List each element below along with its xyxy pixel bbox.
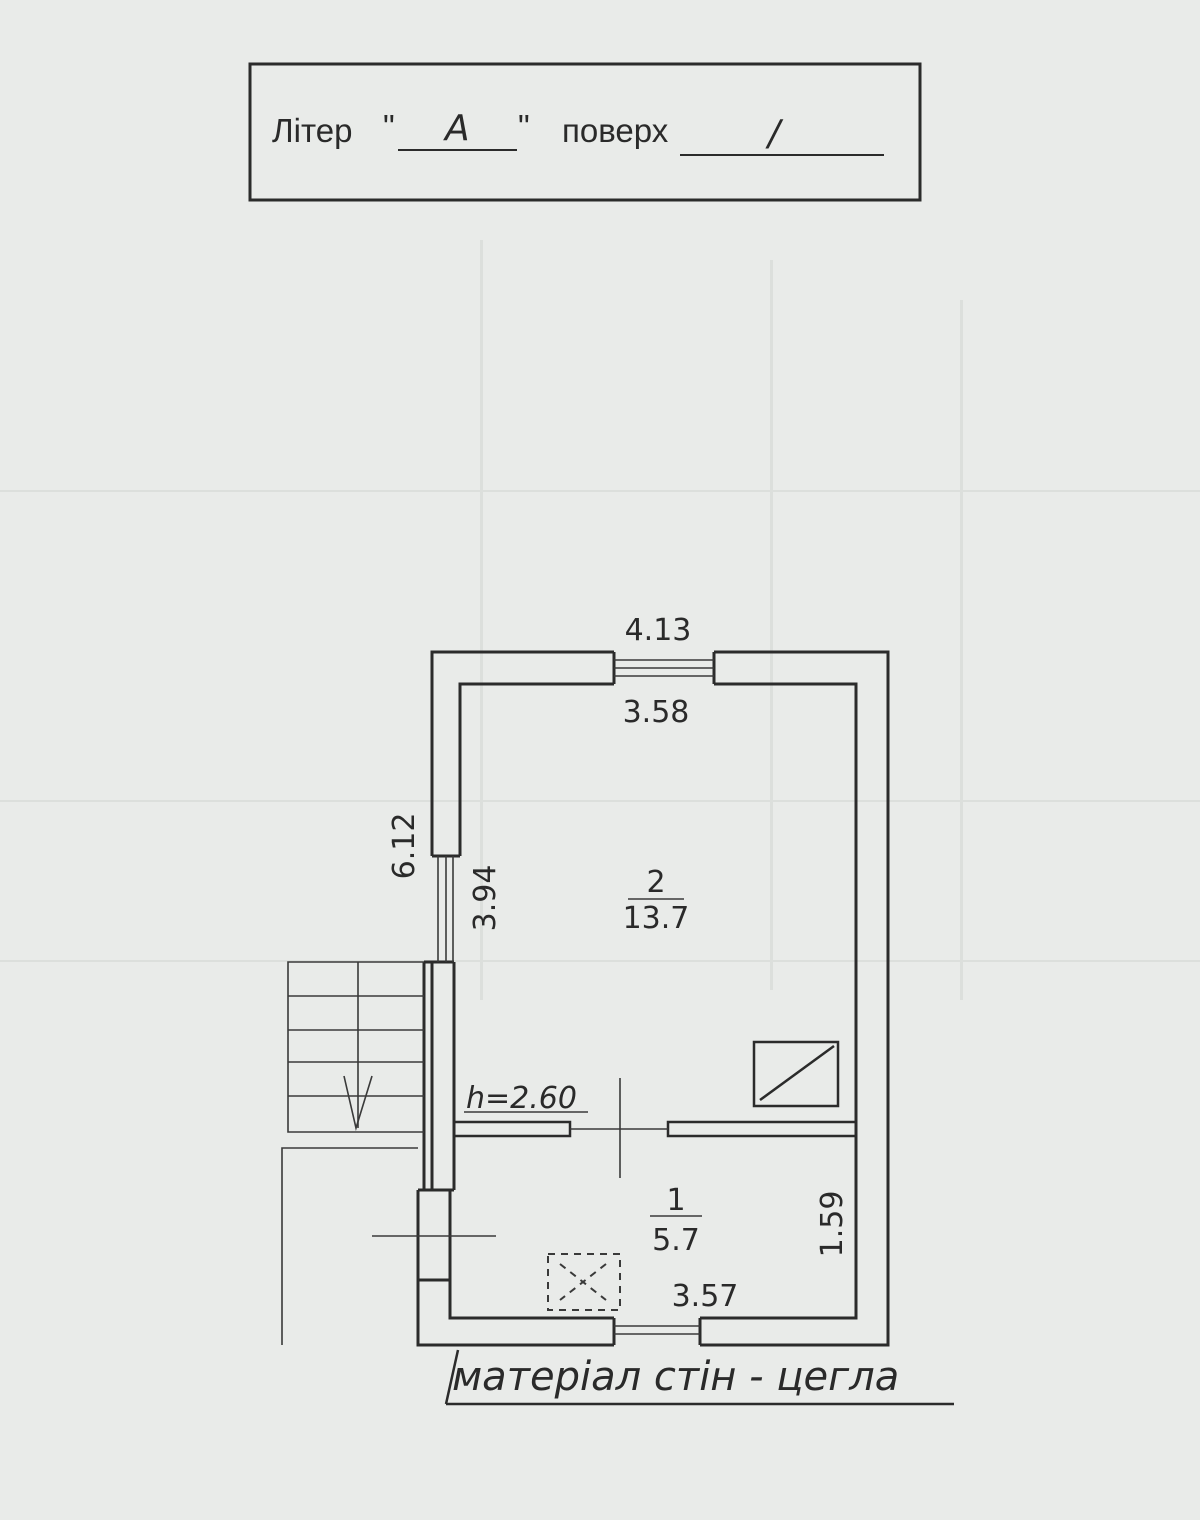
dimension-room1-length: 1.59 <box>815 1191 850 1258</box>
dimension-outer-width: 4.13 <box>625 613 692 648</box>
floor-value: / <box>765 113 784 154</box>
header-box: Літер " A " поверх / <box>248 62 922 202</box>
liter-close-quote: " <box>518 108 530 145</box>
liter-open-quote: " <box>383 108 395 145</box>
room-2-area: 13.7 <box>623 901 690 936</box>
liter-label: Літер <box>272 112 352 149</box>
room-1-number: 1 <box>666 1183 685 1218</box>
liter-value: A <box>443 108 470 149</box>
room-1-label: 1 5.7 <box>650 1183 702 1258</box>
window-left <box>437 856 454 962</box>
entrance-threshold <box>614 1325 700 1335</box>
dimension-room1-width: 3.57 <box>672 1279 739 1314</box>
room-2-number: 2 <box>646 865 665 900</box>
hatch-symbol <box>547 1253 621 1311</box>
room-2-label: 2 13.7 <box>623 865 690 936</box>
show-through-background <box>0 240 1200 1000</box>
floor-label: поверх <box>562 112 669 149</box>
dimension-inner-width-top: 3.58 <box>623 695 690 730</box>
wall-material-text: матеріал стін - цегла <box>452 1354 899 1400</box>
dimension-labels: 4.13 3.58 6.12 3.94 h=2.60 3.57 1.59 <box>387 613 850 1314</box>
dimension-room2-side: 3.94 <box>468 865 503 932</box>
building-walls <box>416 650 890 1347</box>
stove-symbol <box>752 1040 840 1108</box>
interior-partition <box>452 1078 858 1178</box>
window-top <box>614 659 714 677</box>
ceiling-height-label: h=2.60 <box>466 1081 577 1116</box>
exterior-staircase <box>281 961 496 1345</box>
room-1-area: 5.7 <box>652 1223 700 1258</box>
wall-material-note: матеріал стін - цегла <box>444 1349 954 1406</box>
dimension-outer-length: 6.12 <box>387 813 422 880</box>
